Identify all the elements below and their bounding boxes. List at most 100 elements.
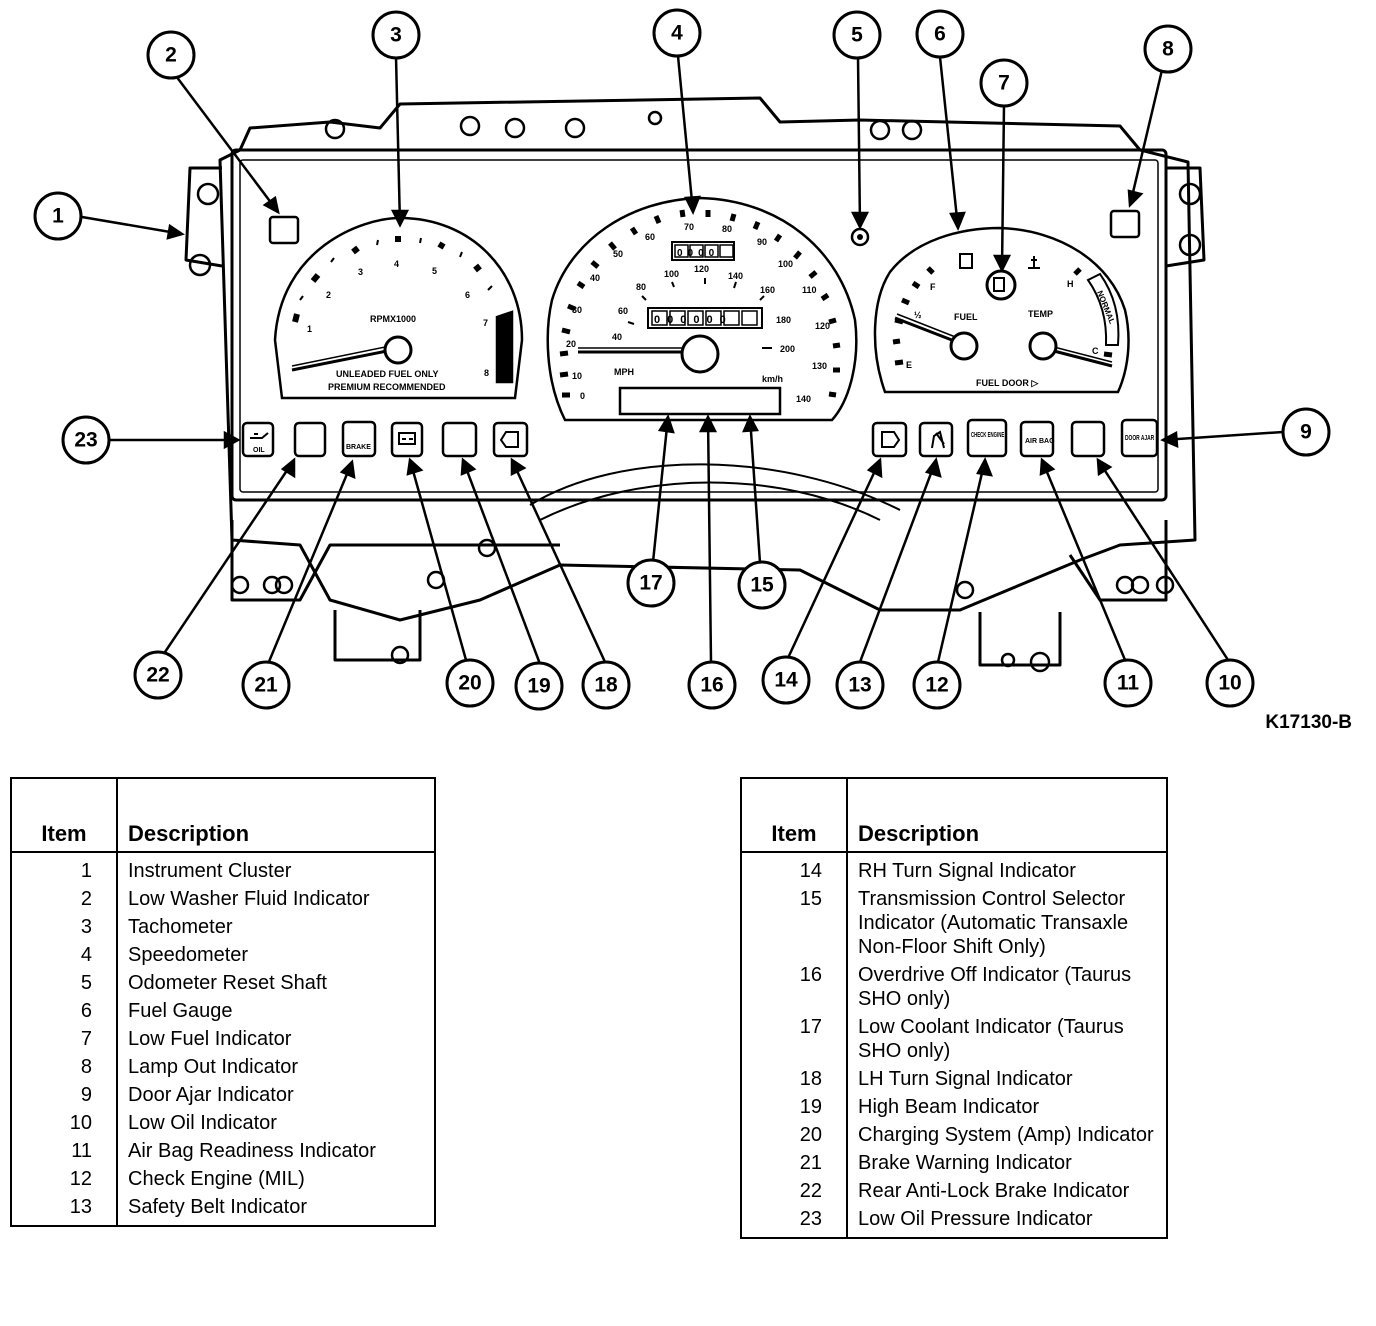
- callout-number: 16: [700, 674, 723, 697]
- fuel-label: FUEL: [954, 312, 978, 322]
- temp-needle: [1049, 348, 1113, 368]
- temp-label: TEMP: [1028, 309, 1053, 319]
- tach-scale-label: 4: [394, 259, 399, 269]
- legend-item-number: 22: [741, 1178, 848, 1206]
- air-bag-label: AIR BAG: [1025, 438, 1055, 445]
- tach-unit-label: RPMX1000: [370, 314, 416, 324]
- fuel-door-label: FUEL DOOR ▷: [976, 378, 1039, 388]
- temp-needle-hub: [1028, 331, 1058, 361]
- mph-scale-label: 90: [757, 237, 767, 247]
- callout-number: 10: [1218, 672, 1241, 695]
- rear-abs-indicator: [293, 421, 327, 458]
- lh-arrow-icon: [499, 431, 519, 448]
- tach-scale-label: 1: [307, 324, 312, 334]
- tach-needle: [291, 348, 393, 372]
- fuel-full-label: F: [930, 282, 936, 292]
- fuel-notice-line-2: PREMIUM RECOMMENDED: [328, 382, 446, 392]
- tach-scale-label: 2: [326, 290, 331, 300]
- legend-item-number: 21: [741, 1150, 848, 1178]
- legend-item-description: Fuel Gauge: [128, 1000, 233, 1022]
- lh-turn-indicator: [492, 421, 529, 458]
- legend-item-description: Odometer Reset Shaft: [128, 972, 327, 994]
- legend-row: 13 Safety Belt Indicator: [11, 1194, 435, 1226]
- legend-item-number: 14: [741, 852, 848, 886]
- legend-item-number: 2: [11, 886, 118, 914]
- legend-item-number: 13: [11, 1194, 118, 1226]
- tach-scale-label: 5: [432, 266, 437, 276]
- callout-number: 19: [527, 675, 550, 698]
- tach-scale-label: 7: [483, 318, 488, 328]
- callout-circle: [912, 660, 962, 710]
- legend-item-number: 19: [741, 1094, 848, 1122]
- callout-number: 5: [851, 24, 863, 47]
- callout-number: 17: [639, 572, 662, 595]
- callout-circle: [915, 9, 965, 59]
- tach-scale-label: 8: [484, 368, 489, 378]
- mph-scale-label: 80: [722, 224, 732, 234]
- callout-circle: [835, 660, 885, 710]
- kmh-scale-label: 120: [694, 264, 709, 274]
- callout-circle: [761, 655, 811, 705]
- legend-row: 3 Tachometer: [11, 914, 435, 942]
- legend-item-number: 7: [11, 1026, 118, 1054]
- mph-scale-label: 110: [802, 285, 817, 295]
- fuel-notice-line-1: UNLEADED FUEL ONLY: [336, 369, 439, 379]
- mph-scale-label: 100: [778, 259, 793, 269]
- temp-normal-band: [1086, 272, 1120, 346]
- legend-item-description: Check Engine (MIL): [128, 1168, 305, 1190]
- legend-item-description: Tachometer: [128, 916, 233, 938]
- tach-redline: [495, 310, 514, 384]
- callouts: [33, 8, 1331, 711]
- callout-number: 20: [458, 672, 481, 695]
- legend-item-description: Safety Belt Indicator: [128, 1196, 307, 1218]
- callout-number: 22: [146, 664, 169, 687]
- check-engine-indicator: [966, 418, 1008, 458]
- low-oil-indicator: [1070, 420, 1106, 458]
- rh-turn-indicator: [871, 421, 908, 458]
- legend-header-description: Description: [847, 778, 1167, 853]
- brake-warning-indicator: [341, 420, 377, 458]
- trip-reading: 0000: [677, 248, 719, 259]
- kmh-unit-label: km/h: [762, 374, 783, 384]
- seat-belt-icon: [931, 430, 945, 449]
- legend-item-description: Low Coolant Indicator (Taurus SHO only): [858, 1016, 1124, 1062]
- callout-number: 23: [74, 429, 97, 452]
- callout-circle: [61, 415, 111, 465]
- callout-circle: [133, 650, 183, 700]
- callout-circle: [979, 58, 1029, 108]
- kmh-scale-label: 130: [812, 361, 827, 371]
- legend-item-description: High Beam Indicator: [858, 1096, 1040, 1118]
- kmh-scale-label: 140: [728, 271, 743, 281]
- callout-number: 13: [848, 674, 871, 697]
- legend-item-number: 4: [11, 942, 118, 970]
- callout-circle: [737, 560, 787, 610]
- legend-item-description: Instrument Cluster: [128, 860, 292, 882]
- fuel-ticks: [892, 266, 1113, 366]
- callout-number: 21: [254, 674, 278, 697]
- oil-can-icon: [250, 432, 269, 439]
- instrument-cluster-diagram: 1 2 3 4 5 6 7 8 RPMX1000 UNLEADED FUEL O…: [33, 8, 1331, 711]
- callout-number: 11: [1117, 672, 1140, 695]
- kmh-scale-label: 80: [636, 282, 646, 292]
- legend-item-description: Low Fuel Indicator: [128, 1028, 292, 1050]
- temp-cold-label: C: [1092, 346, 1099, 356]
- legend-item-description: Air Bag Readiness Indicator: [128, 1140, 376, 1162]
- temp-hot-label: H: [1067, 279, 1074, 289]
- mph-scale-label: 30: [572, 305, 582, 315]
- callout-circle: [1143, 24, 1193, 74]
- speedo-hub: [680, 334, 720, 374]
- door-ajar-indicator: [1120, 418, 1159, 458]
- legend-item-number: 3: [11, 914, 118, 942]
- legend-item-description: Door Ajar Indicator: [128, 1084, 294, 1106]
